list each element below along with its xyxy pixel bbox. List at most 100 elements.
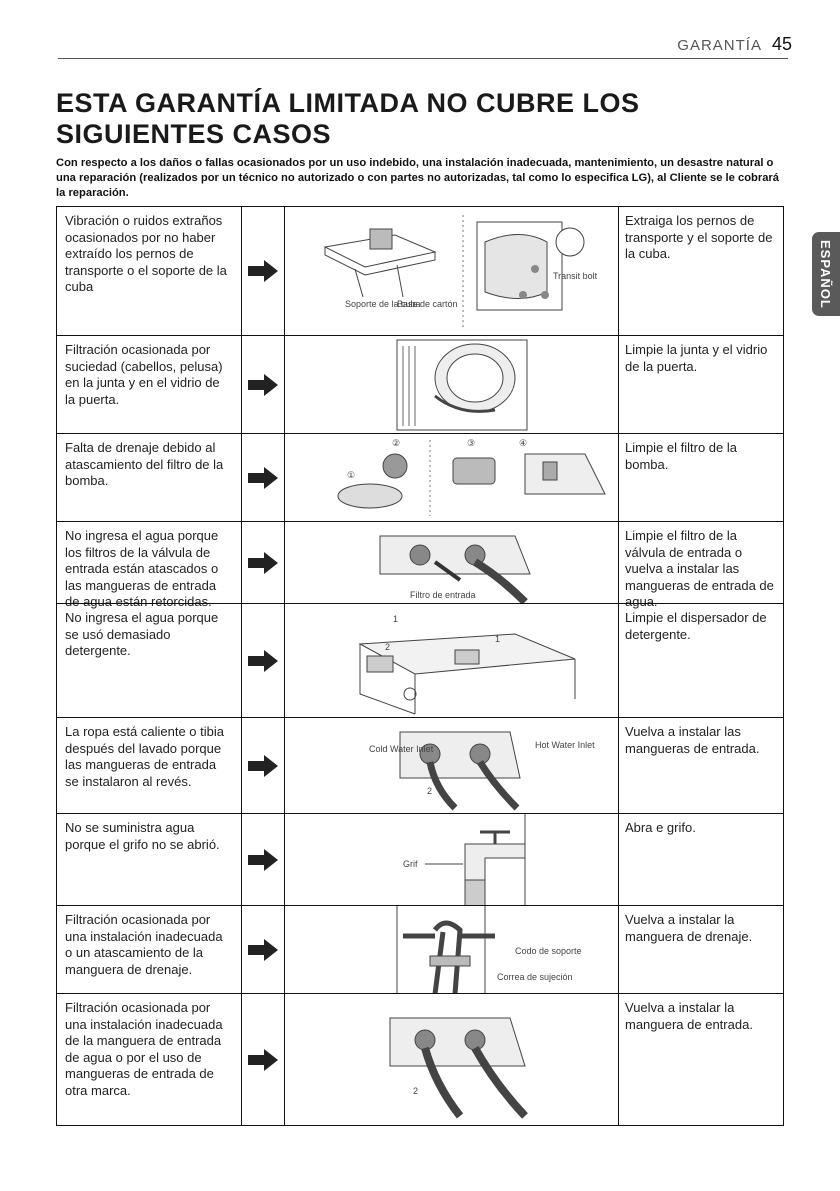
fig-label: Transit bolt <box>553 271 598 281</box>
step-label: 2 <box>427 786 432 796</box>
hot-cold-inlet-illustration: Cold Water Inlet Hot Water Inlet 2 <box>369 731 595 811</box>
illustration-cell: 2 <box>285 994 619 1125</box>
drain-hose-illustration: Codo de soporte Correa de sujeción <box>396 906 582 994</box>
problem-text: Filtración ocasionada por una instalació… <box>65 912 223 977</box>
section-name: GARANTÍA <box>677 37 762 54</box>
problem-text: Filtración ocasionada por suciedad (cabe… <box>65 342 223 407</box>
arrow-right-icon <box>248 650 278 672</box>
problem-text: Vibración o ruidos extraños ocasionados … <box>65 213 227 295</box>
arrow-cell <box>242 207 285 335</box>
arrow-right-icon <box>248 374 278 396</box>
arrow-cell <box>242 336 285 434</box>
illustration-cell <box>285 336 619 434</box>
step-label: ④ <box>519 438 527 448</box>
problem-text: No ingresa el agua porque se usó demasia… <box>65 610 219 659</box>
table-row: No ingresa el agua porque se usó demasia… <box>57 603 783 718</box>
problem-cell: La ropa está caliente o tibia después de… <box>57 718 242 814</box>
step-label: ② <box>392 438 400 448</box>
problem-text: No ingresa el agua porque los filtros de… <box>65 528 219 610</box>
fig-label: Codo de soporte <box>515 946 582 956</box>
solution-text: Extraiga los pernos de transporte y el s… <box>625 213 773 262</box>
illustration-cell: Grif <box>285 814 619 906</box>
solution-text: Limpie el filtro de la bomba. <box>625 440 737 472</box>
table-row: La ropa está caliente o tibia después de… <box>57 717 783 814</box>
illustration-cell: Filtro de entrada <box>285 522 619 604</box>
tub-bracket-illustration: Soporte de la cuba Base de cartón Transi… <box>323 215 598 327</box>
inlet-hose-illustration: 2 <box>389 1017 528 1119</box>
solution-cell: Extraiga los pernos de transporte y el s… <box>619 207 783 335</box>
page-number: 45 <box>771 34 792 54</box>
intro-paragraph: Con respecto a los daños o fallas ocasio… <box>56 157 780 199</box>
illustration-cell: 1 2 1 <box>285 604 619 718</box>
arrow-right-icon <box>248 552 278 574</box>
arrow-right-icon <box>248 467 278 489</box>
solution-text: Vuelva a instalar la manguera de drenaje… <box>625 912 753 944</box>
table-row: Vibración o ruidos extraños ocasionados … <box>57 207 783 335</box>
problem-cell: No ingresa el agua porque se usó demasia… <box>57 604 242 718</box>
fig-label: Correa de sujeción <box>497 972 573 982</box>
page-title: ESTA GARANTÍA LIMITADA NO CUBRE LOS SIGU… <box>56 88 640 149</box>
solution-cell: Vuelva a instalar la manguera de drenaje… <box>619 906 783 994</box>
page-header <box>58 32 788 59</box>
solution-text: Abra e grifo. <box>625 820 696 835</box>
solution-text: Limpie el dispersador de detergente. <box>625 610 767 642</box>
arrow-right-icon <box>248 849 278 871</box>
solution-text: Limpie el filtro de la válvula de entrad… <box>625 528 774 610</box>
table-row: Filtración ocasionada por una instalació… <box>57 905 783 994</box>
problem-cell: No se suministra agua porque el grifo no… <box>57 814 242 906</box>
solution-text: Vuelva a instalar las mangueras de entra… <box>625 724 760 756</box>
solution-text: Vuelva a instalar la manguera de entrada… <box>625 1000 753 1032</box>
solution-cell: Abra e grifo. <box>619 814 783 906</box>
fig-label: Cold Water Inlet <box>369 744 434 754</box>
problem-cell: Falta de drenaje debido al atascamiento … <box>57 434 242 522</box>
arrow-cell <box>242 604 285 718</box>
step-label: 2 <box>385 642 390 652</box>
step-label: 1 <box>495 634 500 644</box>
fig-label: Base de cartón <box>397 299 458 309</box>
fig-label: Filtro de entrada <box>410 590 476 600</box>
arrow-right-icon <box>248 939 278 961</box>
solution-cell: Limpie el filtro de la válvula de entrad… <box>619 522 783 609</box>
step-label: ③ <box>467 438 475 448</box>
table-row: Filtración ocasionada por suciedad (cabe… <box>57 335 783 434</box>
fig-label: Hot Water Inlet <box>535 740 595 750</box>
problem-text: No se suministra agua porque el grifo no… <box>65 820 220 852</box>
step-label: 2 <box>413 1086 418 1096</box>
arrow-right-icon <box>248 1048 278 1071</box>
solution-cell: Limpie la junta y el vidrio de la puerta… <box>619 336 783 434</box>
language-tab-label: ESPAÑOL <box>818 240 833 309</box>
problem-cell: Filtración ocasionada por una instalació… <box>57 994 242 1125</box>
arrow-cell <box>242 994 285 1125</box>
arrow-right-icon <box>248 755 278 777</box>
problem-cell: Filtración ocasionada por una instalació… <box>57 906 242 994</box>
pump-filter-illustration: ① ② ③ ④ <box>337 438 606 516</box>
door-gasket-illustration <box>396 339 528 431</box>
solution-cell: Limpie el filtro de la bomba. <box>619 434 783 522</box>
solution-cell: Vuelva a instalar la manguera de entrada… <box>619 994 783 1125</box>
language-tab: ESPAÑOL <box>812 232 840 316</box>
problem-cell: No ingresa el agua porque los filtros de… <box>57 522 242 609</box>
illustration-cell: Soporte de la cuba Base de cartón Transi… <box>285 207 619 335</box>
arrow-cell <box>242 434 285 522</box>
illustration-cell: Cold Water Inlet Hot Water Inlet 2 <box>285 718 619 814</box>
arrow-cell <box>242 522 285 604</box>
arrow-cell <box>242 814 285 906</box>
problem-cell: Vibración o ruidos extraños ocasionados … <box>57 207 242 335</box>
table-row: Filtración ocasionada por una instalació… <box>57 993 783 1125</box>
arrow-cell <box>242 718 285 814</box>
problem-text: Falta de drenaje debido al atascamiento … <box>65 440 224 489</box>
step-label: ① <box>347 470 355 480</box>
fig-label: Soporte de la cuba <box>345 299 421 309</box>
fig-label: Grif <box>403 859 418 869</box>
problem-cell: Filtración ocasionada por suciedad (cabe… <box>57 336 242 434</box>
illustration-cell: Codo de soporte Correa de sujeción <box>285 906 619 994</box>
problem-text: Filtración ocasionada por una instalació… <box>65 1000 223 1098</box>
inlet-filter-illustration: Filtro de entrada <box>379 535 531 604</box>
solution-cell: Vuelva a instalar las mangueras de entra… <box>619 718 783 814</box>
solution-cell: Limpie el dispersador de detergente. <box>619 604 783 718</box>
section-label: GARANTÍA 45 <box>677 34 792 55</box>
step-label: 1 <box>393 614 398 624</box>
illustration-cell: ① ② ③ ④ <box>285 434 619 522</box>
faucet-illustration: Grif <box>403 814 526 906</box>
arrow-cell <box>242 906 285 994</box>
